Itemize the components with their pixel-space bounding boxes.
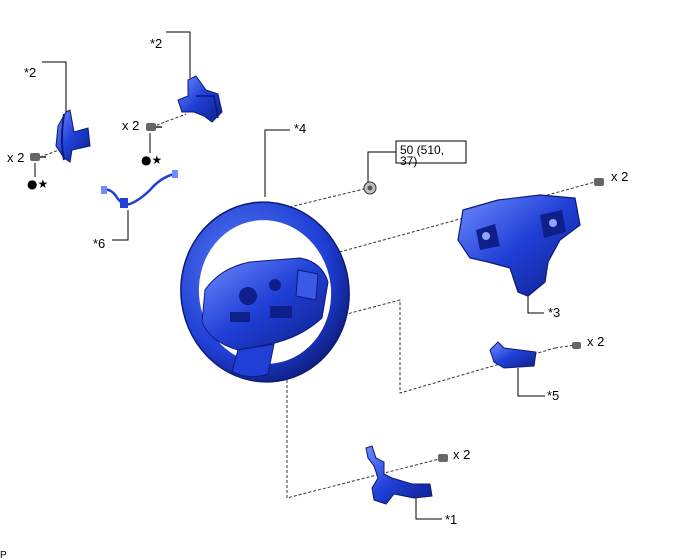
switch-assembly xyxy=(489,341,537,369)
screw-upper xyxy=(146,123,162,131)
qty-left: x 2 xyxy=(7,150,24,165)
torque-callout-box xyxy=(395,140,467,164)
label-part6: *6 xyxy=(93,236,105,251)
steering-pad xyxy=(457,194,581,297)
leader-lines xyxy=(34,31,545,520)
nut xyxy=(363,181,377,195)
wire-harness xyxy=(101,170,178,208)
qty-upper: x 2 xyxy=(122,118,139,133)
label-part1: *1 xyxy=(445,512,457,527)
screw-left xyxy=(30,153,46,161)
label-part2-left: *2 xyxy=(24,65,36,80)
label-part2-upper: *2 xyxy=(150,36,162,51)
torque-line1: 50 (510, xyxy=(400,143,444,157)
qty-switch: x 2 xyxy=(587,334,604,349)
label-part3: *3 xyxy=(548,305,560,320)
steering-wheel xyxy=(180,201,350,383)
screws xyxy=(30,123,604,462)
qty-pad: x 2 xyxy=(611,169,628,184)
label-part4: *4 xyxy=(294,121,306,136)
lever-assembly xyxy=(365,445,433,505)
qty-lever: x 2 xyxy=(453,447,470,462)
label-part5: *5 xyxy=(547,388,559,403)
symbol-left: ●★ xyxy=(27,177,48,191)
screw-pad xyxy=(594,178,604,186)
paddle-switch-upper xyxy=(177,75,223,123)
symbol-upper: ●★ xyxy=(141,153,162,167)
paddle-switch-left xyxy=(55,109,91,163)
screw-switch xyxy=(572,342,581,349)
screw-lever xyxy=(438,454,448,462)
corner-mark: P xyxy=(0,550,7,560)
torque-line2: 37) xyxy=(400,154,417,168)
